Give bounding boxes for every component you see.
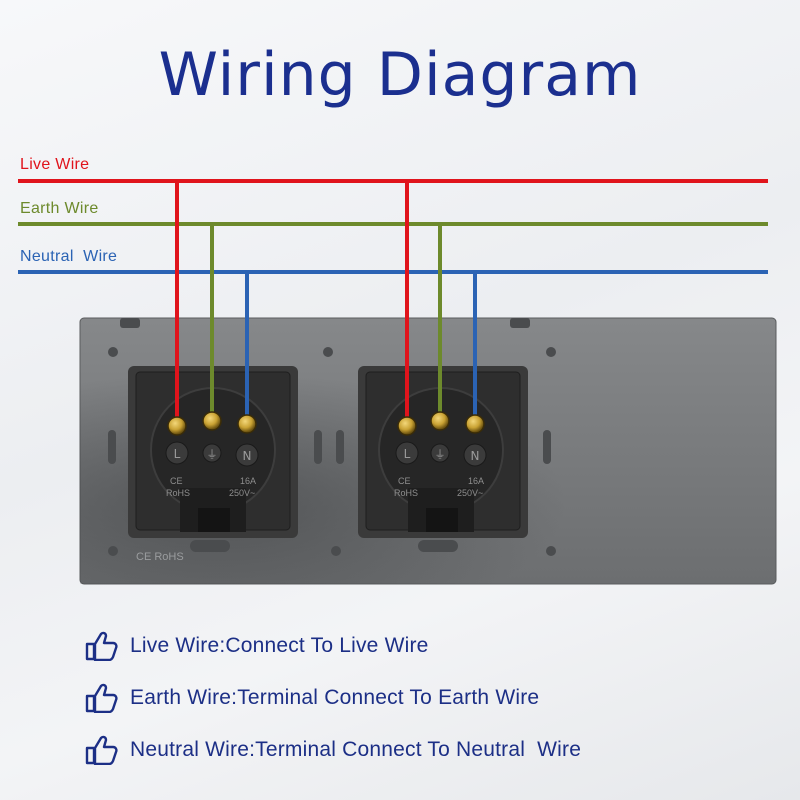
neutral-wire-label: Neutral Wire: [20, 248, 118, 265]
rohs-mark: RoHS: [166, 488, 190, 498]
legend: Live Wire:Connect To Live Wire Earth Wir…: [84, 620, 581, 776]
socket-right: L ⏚ N 16A 250V~ CE RoHS: [358, 366, 528, 538]
legend-item-earth: Earth Wire:Terminal Connect To Earth Wir…: [84, 672, 581, 724]
ce-mark: CE: [398, 476, 411, 486]
legend-text: Earth Wire:Terminal Connect To Earth Wir…: [130, 686, 540, 709]
terminal-label-l: L: [404, 447, 411, 461]
rating-voltage: 250V~: [457, 488, 483, 498]
legend-text: Neutral Wire:Terminal Connect To Neutral…: [130, 738, 582, 761]
terminal-label-earth: ⏚: [207, 448, 218, 461]
legend-item-neutral: Neutral Wire:Terminal Connect To Neutral…: [84, 724, 581, 776]
plate-holes: [108, 318, 556, 556]
terminal-label-earth: ⏚: [435, 448, 446, 461]
thumbs-up-icon: [84, 631, 118, 662]
thumbs-up-icon: [84, 683, 118, 714]
plate-marks: CE RoHS: [136, 551, 184, 563]
legend-item-live: Live Wire:Connect To Live Wire: [84, 620, 581, 672]
rating-voltage: 250V~: [229, 488, 255, 498]
live-wire-label: Live Wire: [20, 156, 90, 173]
legend-text: Live Wire:Connect To Live Wire: [130, 634, 429, 657]
terminal-screws: [167, 411, 485, 436]
rating-current: 16A: [468, 476, 484, 486]
wiring-diagram: CE RoHS L ⏚ N 16A 250V~ CE RoHS L ⏚ N 16…: [18, 179, 777, 585]
rating-current: 16A: [240, 476, 256, 486]
terminal-label-l: L: [174, 447, 181, 461]
rohs-mark: RoHS: [394, 488, 418, 498]
earth-wire-label: Earth Wire: [20, 200, 99, 217]
socket-left: L ⏚ N 16A 250V~ CE RoHS: [128, 366, 298, 538]
ce-mark: CE: [170, 476, 183, 486]
page-title: Wiring Diagram: [158, 40, 642, 110]
terminal-label-n: N: [243, 449, 252, 463]
terminal-label-n: N: [471, 449, 480, 463]
thumbs-up-icon: [84, 735, 118, 766]
